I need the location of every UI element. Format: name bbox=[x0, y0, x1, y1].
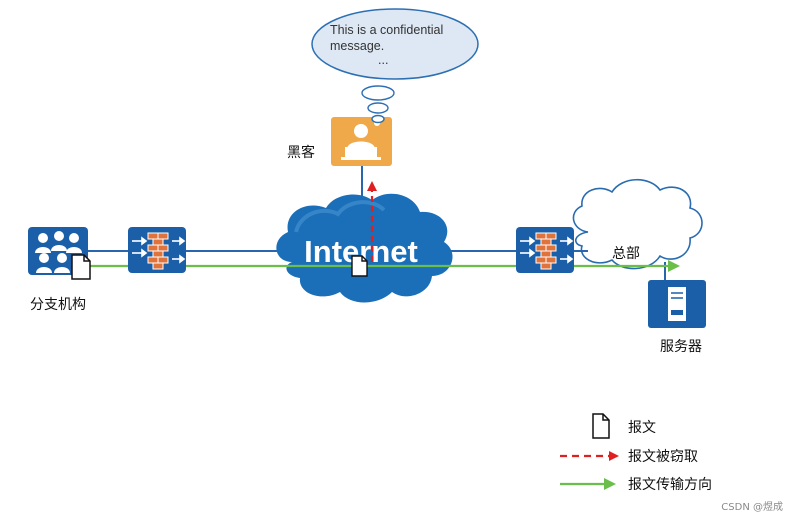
network-links bbox=[86, 166, 666, 280]
branch-label: 分支机构 bbox=[30, 297, 86, 313]
hacker-icon bbox=[331, 117, 392, 166]
bubble-line-2: message. bbox=[330, 39, 384, 53]
firewall-icon bbox=[516, 227, 574, 273]
document-icon bbox=[351, 255, 368, 277]
firewall-icon bbox=[128, 227, 186, 273]
bubble-line-1: This is a confidential bbox=[330, 23, 443, 37]
watermark: CSDN @煜成 bbox=[721, 501, 783, 513]
server-icon bbox=[648, 280, 706, 328]
legend: 报文 报文被窃取 报文传输方向 bbox=[560, 413, 712, 493]
internet-cloud: Internet bbox=[276, 193, 453, 303]
legend-stolen-label: 报文被窃取 bbox=[628, 449, 698, 465]
legend-transfer-label: 报文传输方向 bbox=[628, 477, 712, 493]
hacker-label: 黑客 bbox=[287, 144, 315, 161]
thought-bubble: This is a confidential message. ... bbox=[311, 8, 479, 124]
server-label: 服务器 bbox=[660, 339, 702, 355]
hq-cloud bbox=[572, 179, 703, 270]
document-icon bbox=[71, 254, 91, 280]
legend-message-label: 报文 bbox=[628, 420, 656, 436]
bubble-line-3: ... bbox=[378, 53, 388, 67]
legend-document-icon bbox=[592, 413, 610, 439]
hq-label: 总部 bbox=[612, 246, 640, 262]
